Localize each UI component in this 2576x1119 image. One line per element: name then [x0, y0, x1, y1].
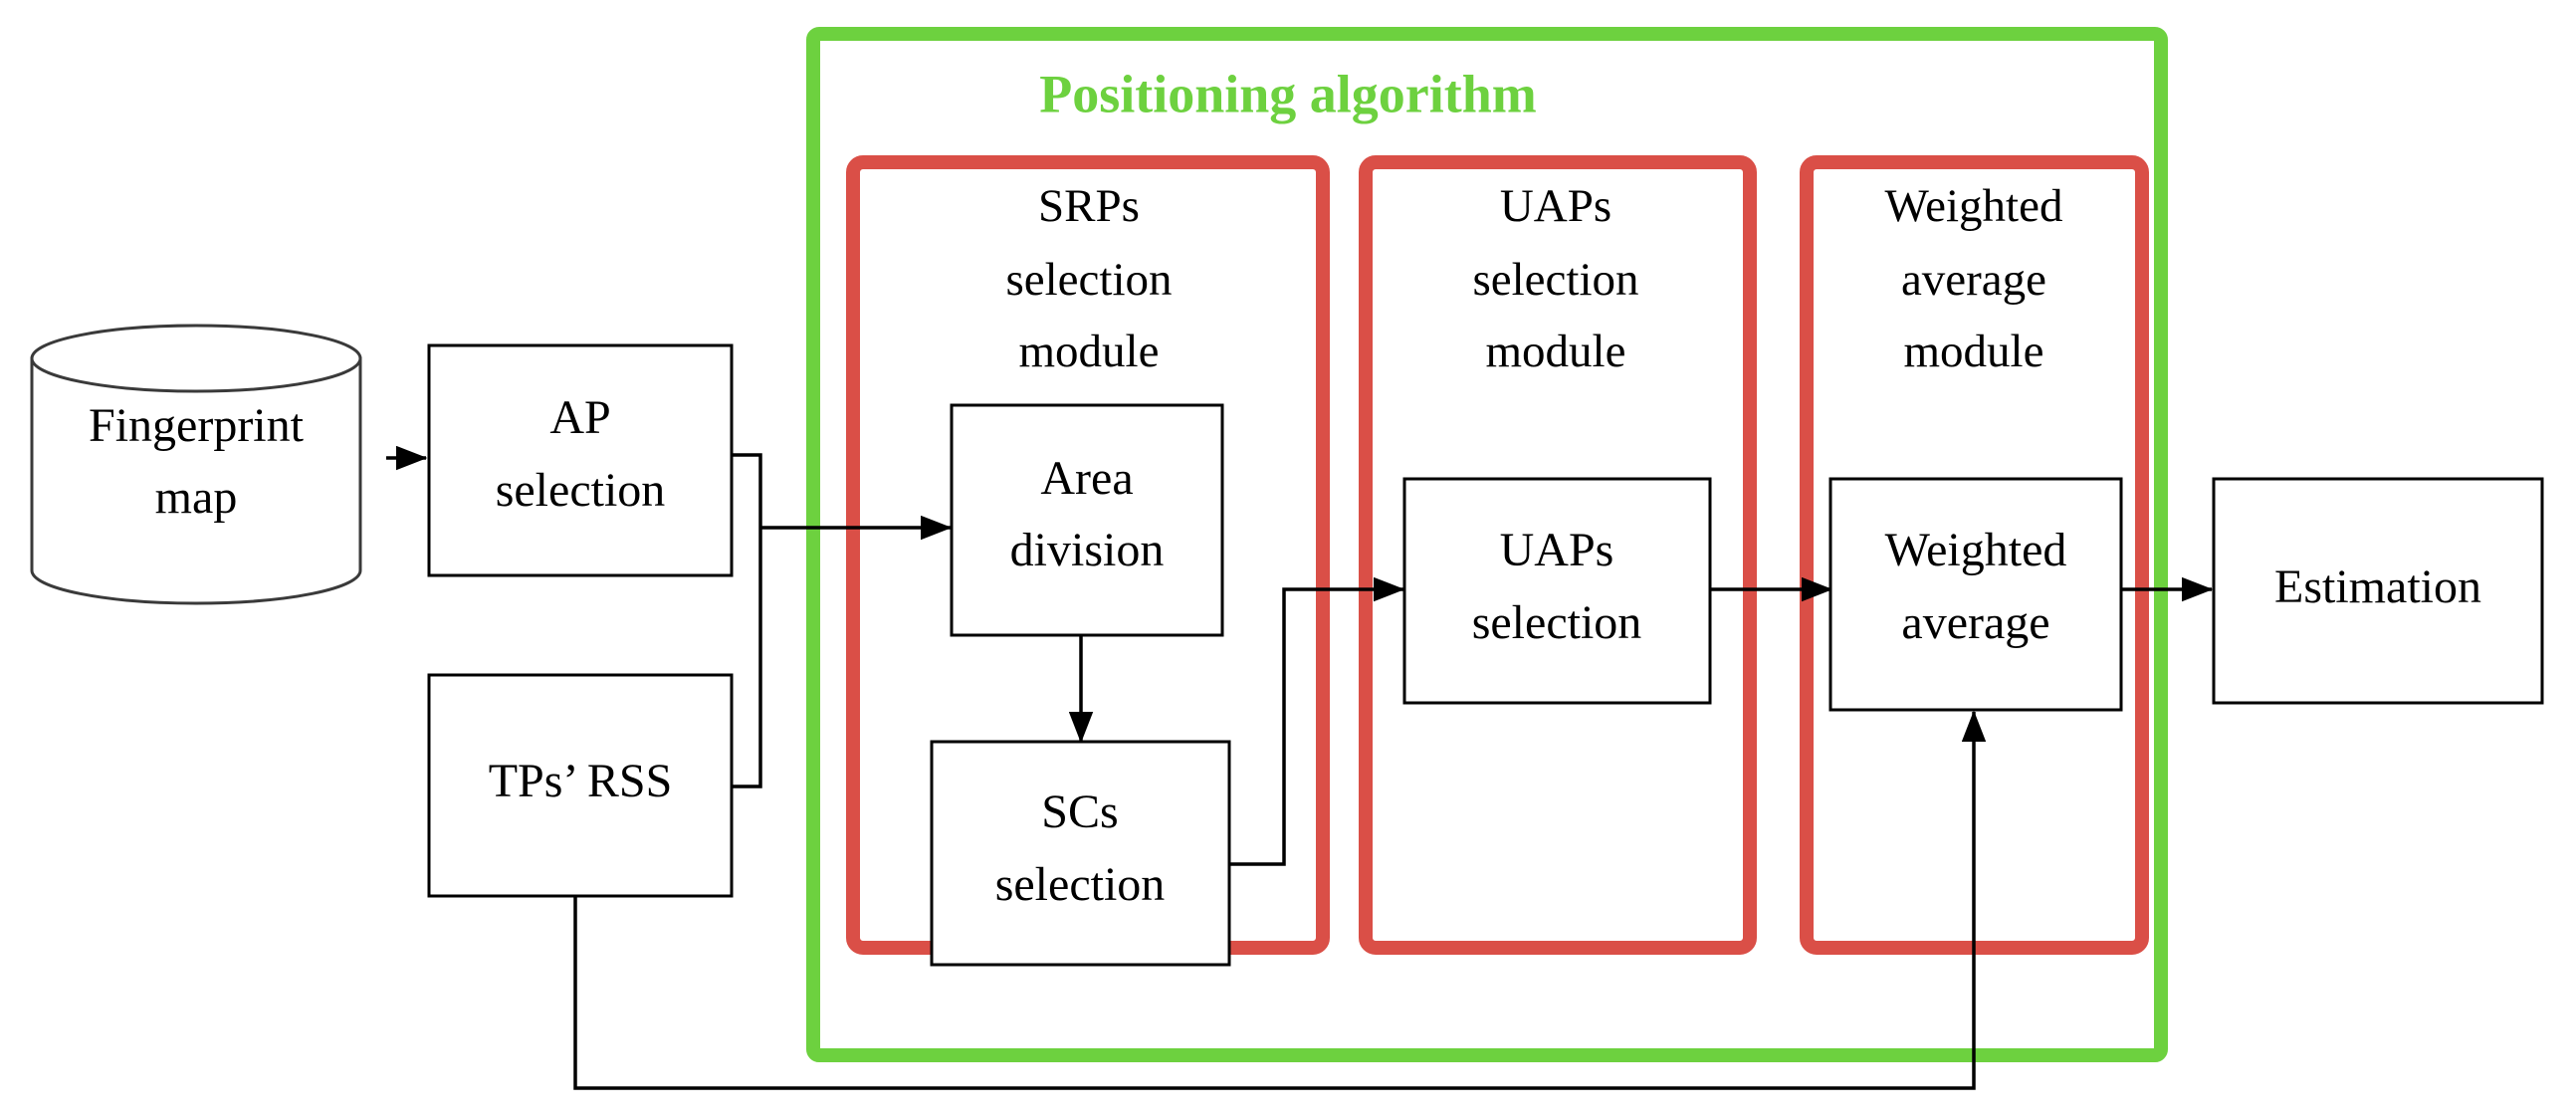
ap-selection-node: AP selection	[427, 343, 734, 577]
fingerprint-map-node: Fingerprint map	[30, 324, 362, 605]
cylinder-body	[30, 356, 362, 605]
edge-tpsrss-feedback-to-weightedaverage	[573, 710, 1987, 1090]
weighted-average-node: Weighted average	[1828, 477, 2123, 712]
scs-selection-label-line1: SCs	[1041, 785, 1118, 838]
weighted-average-box	[1828, 477, 2123, 712]
area-division-label-line1: Area	[1040, 452, 1133, 505]
estimation-label: Estimation	[2274, 560, 2481, 613]
tps-rss-node: TPs’ RSS	[427, 673, 734, 898]
srps-module-label-line2: selection	[1005, 254, 1172, 306]
scs-selection-label-line2: selection	[995, 858, 1166, 911]
wavg-module-label-line2: average	[1901, 254, 2046, 306]
fingerprint-map-label-line2: map	[155, 471, 238, 524]
area-division-node: Area division	[950, 403, 1224, 637]
srps-module-label-line3: module	[1019, 326, 1160, 377]
uaps-selection-label-line2: selection	[1472, 596, 1642, 649]
ap-selection-box	[427, 343, 734, 577]
scs-selection-node: SCs selection	[930, 740, 1231, 967]
scs-selection-box	[930, 740, 1231, 967]
area-division-label-line2: division	[1010, 524, 1165, 576]
uaps-selection-node: UAPs selection	[1402, 477, 1712, 705]
uaps-module-label-line2: selection	[1472, 254, 1638, 306]
positioning-algorithm-group-frame	[806, 27, 2168, 1062]
edge-apselection-right-stub	[732, 453, 762, 788]
uaps-module-label-line3: module	[1486, 326, 1626, 377]
ap-selection-label-line1: AP	[549, 391, 610, 444]
wavg-module-label-line3: module	[1904, 326, 2044, 377]
uaps-selection-module-frame	[1359, 155, 1757, 955]
weighted-average-label-line2: average	[1901, 596, 2049, 649]
estimation-node: Estimation	[2212, 477, 2544, 705]
tps-rss-box	[427, 673, 734, 898]
uaps-selection-box	[1402, 477, 1712, 705]
positioning-algorithm-title: Positioning algorithm	[1039, 64, 1537, 123]
fingerprint-map-label-line1: Fingerprint	[89, 399, 305, 452]
ap-selection-label-line2: selection	[496, 464, 666, 517]
srps-module-label-line1: SRPs	[1038, 180, 1140, 232]
edge-scsselection-to-uapsselection	[1229, 576, 1405, 866]
uaps-module-label-line1: UAPs	[1500, 180, 1611, 232]
uaps-selection-label-line1: UAPs	[1500, 524, 1614, 576]
wavg-module-label-line1: Weighted	[1885, 180, 2063, 232]
area-division-box	[950, 403, 1224, 637]
estimation-box	[2212, 477, 2544, 705]
cylinder-top	[30, 324, 362, 393]
weighted-average-label-line1: Weighted	[1885, 524, 2067, 576]
tps-rss-label: TPs’ RSS	[489, 755, 673, 807]
